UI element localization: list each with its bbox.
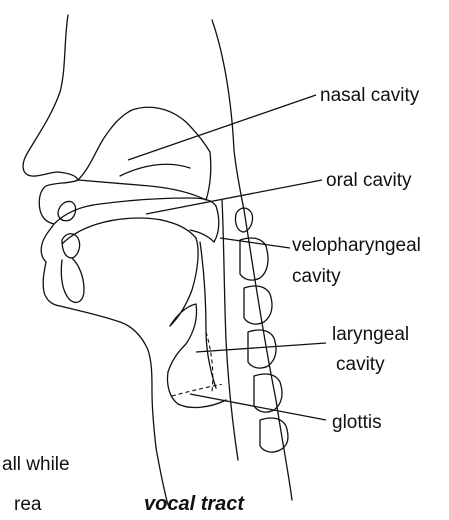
epiglottis [168,304,197,372]
vertebra [254,374,282,412]
label-oral-cavity: oral cavity [326,170,412,191]
velopharyngeal-pointer [220,238,290,248]
nasal-cavity-pointer [128,95,316,160]
glottis-pointer [190,394,326,420]
figure-caption: vocal tract [144,493,245,515]
label-nasal-cavity: nasal cavity [320,85,420,106]
nasal-passage-arc [120,164,190,176]
laryngeal-pointer [196,343,326,352]
label-velopharyngeal-cavity: cavity [292,266,341,287]
lower-jaw-inner [61,258,84,302]
oral-cavity-pointer [146,180,322,214]
hard-palate-outline [54,198,216,224]
body-text-fragment-2: rea [14,494,42,515]
label-velopharyngeal: velopharyngeal [292,235,421,256]
face-profile-outline [23,15,156,448]
vertebra [248,330,276,368]
glottis-dashed-line [172,384,222,396]
body-text-fragment-1: all while [2,454,70,475]
larynx-outline [167,372,226,407]
vertebra [244,286,272,324]
tongue-outline [62,218,198,326]
vertebra [260,418,288,452]
pharynx-front-wall [200,242,216,388]
label-laryngeal-cavity: cavity [336,354,385,375]
label-glottis: glottis [332,412,382,433]
label-laryngeal: laryngeal [332,324,409,345]
